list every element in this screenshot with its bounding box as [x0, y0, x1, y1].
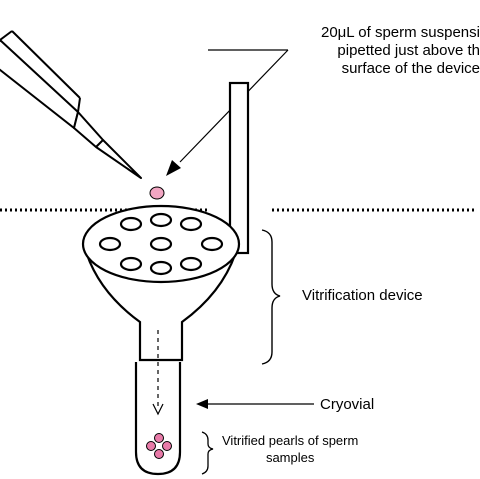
pearls-label-line2: samples	[265, 450, 315, 465]
pearl	[154, 433, 164, 443]
pipette-back-edge	[11, 30, 81, 99]
device-well	[98, 236, 122, 252]
pipette-annotation-line2: pipetted just above th	[337, 42, 480, 59]
vitrification-device-label: Vitrification device	[302, 287, 423, 304]
pearls-label: Vitrified pearls of sperm samples	[222, 432, 358, 466]
device-well	[119, 256, 143, 272]
pipette-back-join	[77, 97, 81, 113]
cryovial-label: Cryovial	[320, 396, 375, 413]
pipette-annotation-line1: 20μL of sperm suspensi	[320, 24, 480, 41]
pearl	[146, 441, 156, 451]
cryovial	[134, 362, 182, 476]
device-well	[149, 236, 173, 252]
sperm-droplet	[149, 186, 165, 200]
pipette-annotation-line3: surface of the device	[341, 60, 480, 77]
cryovial-tube	[134, 362, 182, 476]
vitrification-device	[81, 81, 250, 362]
pearls-brace	[201, 431, 214, 475]
cryovial-label-arrow	[196, 399, 314, 409]
pearl	[162, 441, 172, 451]
diagram: 20μL of sperm suspensi pipetted just abo…	[0, 24, 480, 476]
device-well	[179, 256, 203, 272]
device-well	[119, 216, 143, 232]
pipette-label-arrow	[166, 49, 289, 176]
device-well	[200, 236, 224, 252]
flow-arrow	[152, 330, 164, 416]
pearls-label-line1: Vitrified pearls of sperm	[222, 433, 359, 448]
pipette-top-edge	[0, 30, 13, 41]
device-well	[149, 212, 173, 228]
device-well	[179, 216, 203, 232]
device-well	[149, 260, 173, 276]
pearl	[154, 449, 164, 459]
pipette-tip	[95, 139, 142, 179]
pipette	[0, 30, 142, 179]
sperm-pearls	[146, 433, 172, 459]
device-brace	[261, 229, 281, 365]
device-handle	[228, 81, 250, 255]
pipette-collar	[73, 111, 104, 148]
vitrification-diagram	[0, 30, 474, 476]
pipette-annotation: 20μL of sperm suspensi pipetted just abo…	[321, 24, 480, 78]
